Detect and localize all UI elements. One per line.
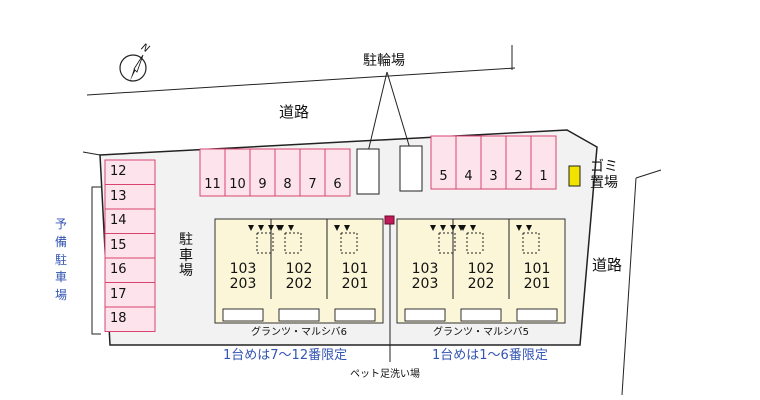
entrance-marker-icon xyxy=(334,225,340,231)
parking-space-number: 1 xyxy=(539,169,548,184)
bicycle-parking-label: 駐輪場 xyxy=(363,53,405,69)
note-building-5: 1台めは1～6番限定 xyxy=(432,348,548,363)
parking-space-number: 4 xyxy=(464,169,473,184)
unit-number-1f: 102 xyxy=(467,261,495,277)
road-east-edge xyxy=(635,169,662,179)
entrance-marker-icon xyxy=(460,225,466,231)
parking-space xyxy=(480,135,507,190)
parking-space-number: 15 xyxy=(110,237,127,253)
entrance-marker-icon xyxy=(258,225,264,231)
balcony xyxy=(278,308,320,322)
entrance-marker-icon xyxy=(278,225,284,231)
parking-space-number: 16 xyxy=(110,262,127,277)
entrance-marker-icon xyxy=(344,225,350,231)
bicycle-rack xyxy=(399,145,423,192)
parking-space-number: 12 xyxy=(110,164,127,179)
garbage-label: ゴミ置場 xyxy=(590,159,618,191)
parking-space-number: 7 xyxy=(308,177,317,192)
parking-space xyxy=(104,159,156,185)
parking-space xyxy=(104,184,156,210)
bicycle-leader xyxy=(386,71,412,153)
reserve-parking-bracket xyxy=(91,186,101,335)
apartment-building xyxy=(396,218,566,324)
parking-space-number: 9 xyxy=(258,177,267,192)
entrance-marker-icon xyxy=(470,225,476,231)
road-north-edge xyxy=(86,67,516,96)
bicycle-leader xyxy=(367,71,388,153)
building-name: グランツ・マルシバ5 xyxy=(432,327,530,338)
unit-number-1f: 103 xyxy=(229,261,257,277)
parking-label: 駐車場 xyxy=(179,232,193,280)
apartment-building xyxy=(214,218,384,324)
unit-number-2f: 202 xyxy=(285,276,313,292)
parking-space-number: 8 xyxy=(283,177,292,192)
parking-space xyxy=(455,135,482,190)
parking-space xyxy=(530,135,557,190)
parking-space-number: 13 xyxy=(110,188,127,204)
road-east-label: 道路 xyxy=(592,256,623,274)
parking-space xyxy=(104,282,156,308)
lot-west-road-edge xyxy=(82,151,101,156)
pet-wash-marker xyxy=(384,215,395,225)
parking-space-number: 11 xyxy=(204,177,221,192)
entrance-marker-icon xyxy=(268,225,274,231)
parking-space-number: 10 xyxy=(229,177,246,192)
unit-number-1f: 102 xyxy=(285,261,313,277)
road-east-edge-lower xyxy=(621,177,637,396)
bicycle-rack xyxy=(356,148,380,195)
unit-number-2f: 201 xyxy=(341,276,369,292)
parking-space xyxy=(104,257,156,283)
parking-space xyxy=(104,306,156,332)
unit-number-1f: 103 xyxy=(411,261,439,277)
note-building-6: 1台めは7～12番限定 xyxy=(223,348,348,363)
north-compass-icon xyxy=(119,54,147,82)
unit-number-2f: 203 xyxy=(411,276,439,292)
balcony xyxy=(334,308,376,322)
parking-space xyxy=(430,135,457,190)
pet-wash-label: ペット足洗い場 xyxy=(350,369,420,380)
balcony xyxy=(404,308,446,322)
balcony xyxy=(222,308,264,322)
parking-space-number: 17 xyxy=(110,286,127,302)
parking-space-number: 3 xyxy=(489,169,498,184)
entrance-marker-icon xyxy=(440,225,446,231)
entrance-marker-icon xyxy=(248,225,254,231)
parking-space-number: 2 xyxy=(514,169,523,184)
parking-space-number: 5 xyxy=(439,169,448,184)
parking-space xyxy=(199,148,226,197)
entrance-marker-icon xyxy=(288,225,294,231)
reserve-parking-label: 予備駐車場 xyxy=(54,217,67,302)
entrance-marker-icon xyxy=(430,225,436,231)
building-name: グランツ・マルシバ6 xyxy=(250,327,348,338)
parking-space xyxy=(324,148,351,197)
parking-space-number: 18 xyxy=(110,311,127,326)
balcony xyxy=(516,308,558,322)
balcony xyxy=(460,308,502,322)
unit-number-2f: 203 xyxy=(229,276,257,292)
unit-number-1f: 101 xyxy=(341,261,369,277)
unit-number-1f: 101 xyxy=(523,261,551,277)
entrance-marker-icon xyxy=(526,225,532,231)
parking-space-number: 6 xyxy=(333,177,342,192)
unit-number-2f: 201 xyxy=(523,276,551,292)
parking-space-number: 14 xyxy=(110,213,127,228)
unit-number-2f: 202 xyxy=(467,276,495,292)
entrance-marker-icon xyxy=(516,225,522,231)
entrance-marker-icon xyxy=(450,225,456,231)
road-north-label: 道路 xyxy=(279,103,310,121)
garbage-area xyxy=(568,165,581,187)
